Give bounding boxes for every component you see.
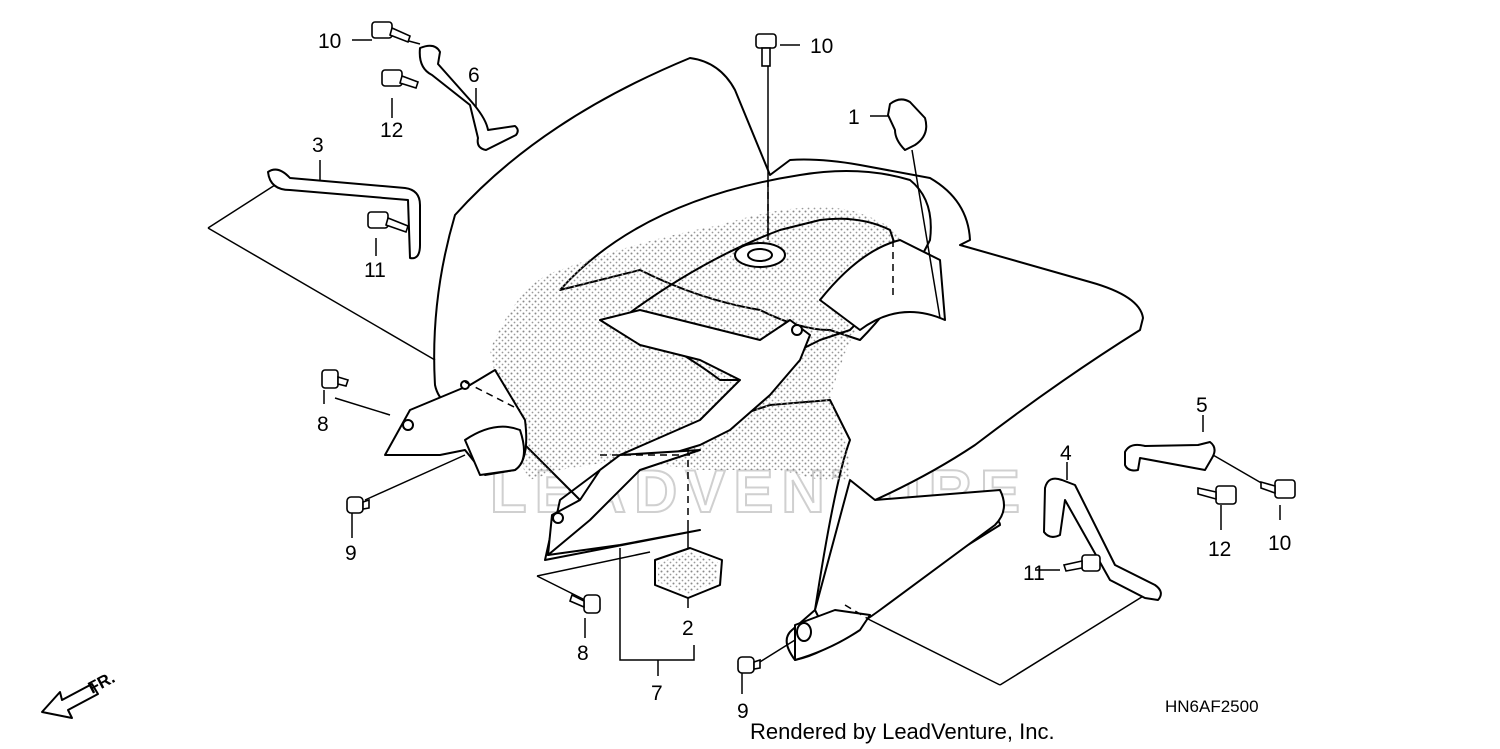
clip-9-left [346,496,370,514]
bolt-11-left [367,211,409,234]
callout-1: 1 [848,106,860,129]
callout-8-left: 8 [317,413,329,436]
callout-10-top-left: 10 [318,30,341,53]
render-credit: Rendered by LeadVenture, Inc. [750,719,1055,744]
callout-2: 2 [682,617,694,640]
callout-10-top-center: 10 [810,35,833,58]
bracket-6 [418,44,519,151]
callout-9-left: 9 [345,542,357,565]
fender-hole-3 [552,512,564,524]
screw-8-left [321,369,350,389]
front-direction-indicator: FR. [41,668,118,719]
sponge-2 [654,547,723,599]
callout-labels: 10 6 12 3 11 10 1 8 9 2 8 7 9 4 11 5 12 … [312,30,1291,723]
callout-9-bottom: 9 [737,700,749,723]
diagram-code: HN6AF2500 [1165,697,1259,716]
front-arrow-icon [41,683,99,719]
bolt-10-right [1260,479,1296,499]
callout-12-top-left: 12 [380,119,403,142]
stay-3 [267,168,421,260]
fender-rear-panel [819,239,946,331]
callout-4: 4 [1060,442,1072,465]
fender-left-mudflap-inner [464,425,525,476]
fender-hole-1 [402,419,414,431]
fender-right-lower [794,609,871,661]
callout-8-bottom: 8 [577,642,589,665]
rear-fender [384,57,1144,661]
callout-11-left: 11 [364,259,386,282]
stay-5 [1124,441,1216,472]
small-parts [267,44,1216,601]
callout-5: 5 [1196,394,1208,417]
bolt-12-right [1197,485,1237,505]
bolt-10-top-left [371,21,411,44]
callout-11-right: 11 [1023,562,1045,585]
clip-1 [887,98,928,151]
callout-7: 7 [651,682,663,705]
fasteners [321,21,1296,674]
fender-hole-4 [791,324,803,336]
callout-10-right: 10 [1268,532,1291,555]
clip-9-bottom [737,656,761,674]
fender-boss-inner [747,248,773,262]
callout-6: 6 [468,64,480,87]
bolt-11-right [1062,554,1101,572]
bolt-12-top-left [381,69,420,89]
fender-front-mudflap [547,449,701,556]
fender-center-strut [599,309,811,461]
fender-right-hole [796,622,812,642]
stay-4 [1043,477,1162,601]
bolt-10-top-center [755,33,777,67]
callout-12-right: 12 [1208,538,1231,561]
callout-3: 3 [312,134,324,157]
screw-8-bottom [569,593,601,614]
